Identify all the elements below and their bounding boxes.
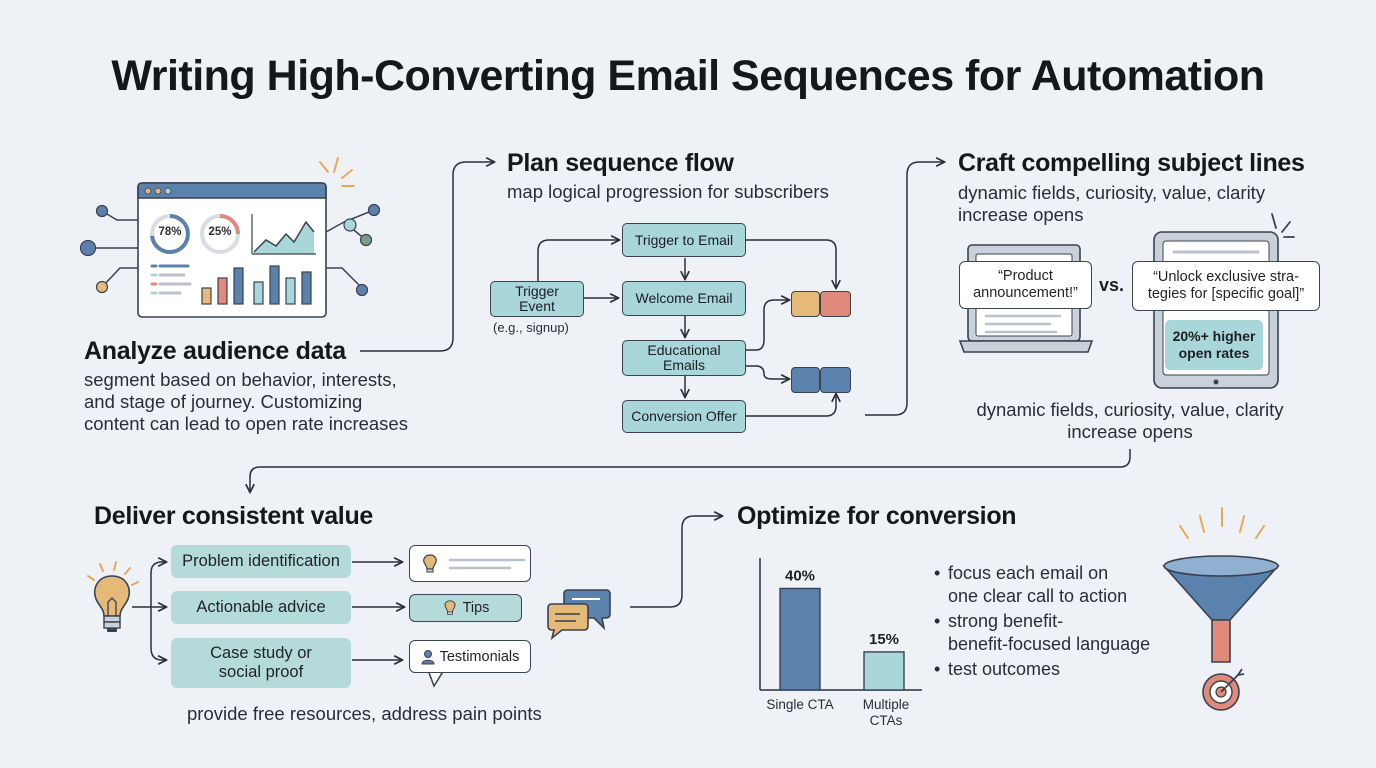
flow-square-gold [791, 291, 820, 317]
flow-square-blue [820, 367, 851, 393]
flow-square-blue [791, 367, 820, 393]
craft-caption-line: increase opens [1067, 421, 1193, 442]
tips-card: Tips [409, 594, 522, 622]
bullet-line: strong benefit- [948, 611, 1064, 631]
optimize-bullets: focus each email on one clear call to act… [934, 562, 1150, 683]
trigger-note: (e.g., signup) [493, 320, 569, 335]
analyze-line: and stage of journey. Customizing [84, 391, 363, 412]
lightbulb-icon [87, 561, 139, 632]
craft-line: increase opens [958, 204, 1084, 225]
quote-line: “Unlock exclusive stra- [1153, 269, 1299, 285]
dashboard-illustration [79, 157, 381, 318]
quote-line: tegies for [specific goal]” [1147, 286, 1305, 302]
bar [863, 651, 905, 691]
plan-subtitle: map logical progression for subscribers [507, 181, 829, 202]
bullet-item: strong benefit-benefit-focused language [934, 610, 1150, 656]
text-lines-icon [448, 558, 526, 569]
trigger-label: Event [519, 298, 555, 314]
category-label: CTAs [870, 713, 903, 728]
testimonials-card: Testimonials [409, 640, 531, 673]
person-icon [421, 649, 435, 664]
funnel-icon [1162, 507, 1280, 711]
craft-heading: Craft compelling subject lines [958, 149, 1305, 177]
deliver-caption: provide free resources, address pain poi… [187, 703, 542, 724]
case-study-line: Case study or [210, 644, 312, 662]
analyze-line: segment based on behavior, interests, [84, 369, 397, 390]
craft-line: dynamic fields, curiosity, value, clarit… [958, 182, 1266, 203]
bullet-line: focus each email on [948, 563, 1109, 583]
craft-description: dynamic fields, curiosity, value, clarit… [958, 182, 1265, 226]
bar-value-label: 40% [785, 567, 815, 584]
analyze-heading: Analyze audience data [84, 337, 346, 365]
lightbulb-icon [444, 600, 456, 615]
plan-heading: Plan sequence flow [507, 149, 734, 177]
value-item-problem-identification: Problem identification [171, 545, 351, 578]
gauge-value-78: 78% [158, 226, 182, 238]
bar-value-label: 15% [869, 631, 899, 648]
flow-square-coral [820, 291, 851, 317]
craft-caption-line: dynamic fields, curiosity, value, clarit… [976, 399, 1284, 420]
category-label: Single CTA [766, 697, 833, 712]
optimize-heading: Optimize for conversion [737, 502, 1017, 530]
versus-label: vs. [1099, 275, 1125, 295]
bullet-line: one clear call to action [948, 586, 1128, 606]
edu-label: Emails [662, 357, 705, 373]
lightbulb-icon [423, 553, 437, 572]
bullet-item: test outcomes [934, 658, 1150, 681]
craft-caption: dynamic fields, curiosity, value, clarit… [950, 399, 1310, 443]
flow-node-trigger-to-email: Trigger to Email [622, 223, 746, 257]
analyze-description: segment based on behavior, interests, an… [84, 369, 444, 435]
page-title: Writing High-Converting Email Sequences … [111, 52, 1265, 100]
tips-label: Tips [462, 600, 490, 616]
category-label: Multiple [863, 697, 910, 712]
idea-note-card [409, 545, 531, 582]
value-item-actionable-advice: Actionable advice [171, 591, 351, 624]
trigger-label: Trigger [515, 283, 559, 299]
chat-bubbles-icon [547, 589, 611, 640]
badge-line: open rates [1178, 345, 1250, 361]
flow-node-welcome-email: Welcome Email [622, 281, 746, 316]
testimonials-label: Testimonials [439, 648, 520, 665]
gauge-value-25: 25% [208, 226, 232, 238]
badge-line: 20%+ higher [1172, 328, 1256, 344]
bullet-line: test outcomes [948, 659, 1061, 679]
analyze-line: content can lead to open rate increases [84, 413, 408, 434]
quote-line: announcement!” [973, 285, 1078, 301]
edu-label: Educational [647, 342, 721, 358]
testimonial-bubble-tail [427, 670, 445, 688]
bullet-item: focus each email on one clear call to act… [934, 562, 1150, 608]
quote-line: “Product [998, 268, 1053, 284]
subject-line-compelling: “Unlock exclusive stra-tegies for [speci… [1132, 261, 1320, 311]
bar [779, 587, 821, 691]
bullet-line: benefit-focused language [948, 634, 1151, 654]
flow-node-conversion-offer: Conversion Offer [622, 400, 746, 433]
case-study-line: social proof [218, 663, 304, 681]
deliver-heading: Deliver consistent value [94, 502, 374, 530]
